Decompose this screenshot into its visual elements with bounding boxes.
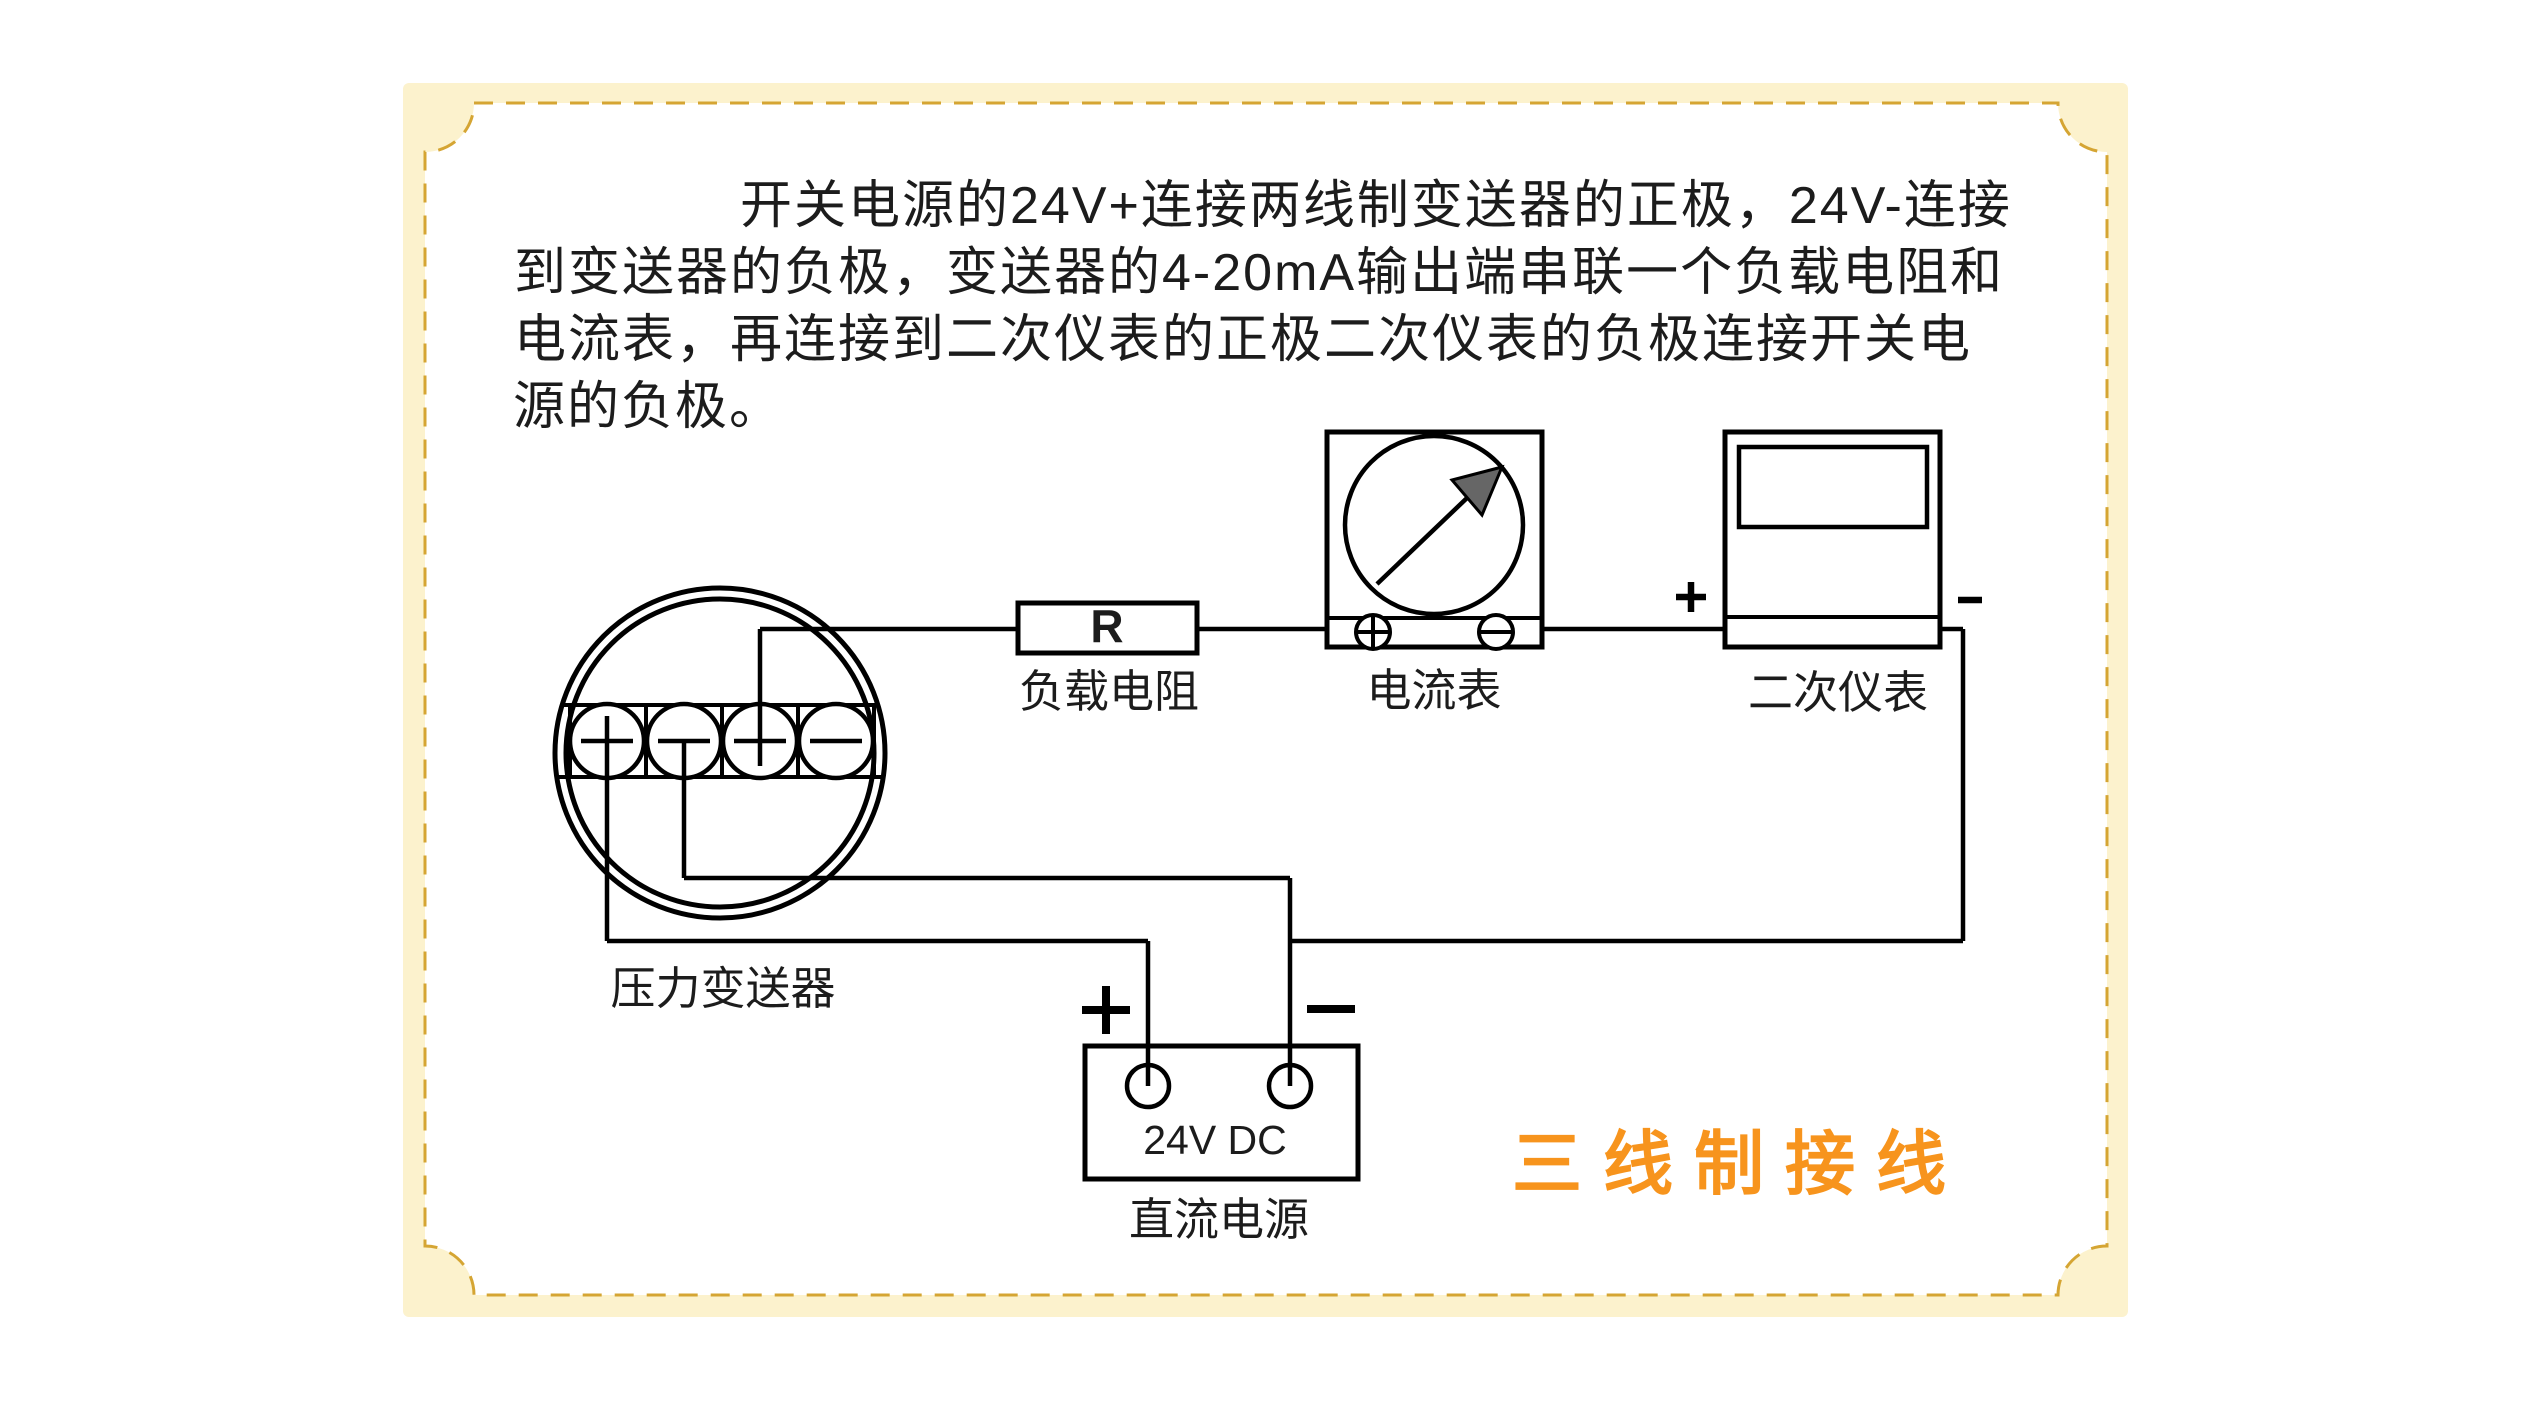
paragraph-line-1: 开关电源的24V+连接两线制变送器的正极，24V-连接 [740, 177, 2012, 235]
ammeter [1324, 429, 1545, 651]
wires [581, 626, 1966, 1086]
dashed-border [423, 101, 2109, 1297]
paragraph-line-2: 到变送器的负极，变送器的4-20mA输出端串联一个负载电阻和 [514, 244, 2005, 302]
power-supply [1082, 986, 1361, 1182]
paragraph-line-3: 电流表，再连接到二次仪表的正极二次仪表的负极连接开关电 [514, 311, 1973, 369]
supply-terminal-minus [1266, 1062, 1314, 1110]
instrument-screen [1736, 444, 1930, 530]
ammeter-needle-arrow [1449, 464, 1505, 518]
load-resistor [1015, 600, 1200, 656]
supply-label: 直流电源 [1128, 1194, 1310, 1245]
ammeter-dial [1342, 433, 1526, 617]
instrument-label: 二次仪表 [1747, 667, 1929, 718]
secondary-instrument [1676, 429, 1982, 650]
supply-terminal-plus [1124, 1062, 1172, 1110]
paragraph-line-4: 源的负极。 [513, 378, 784, 436]
resistor-symbol: R [1090, 600, 1124, 652]
resistor-label: 负载电阻 [1018, 666, 1200, 717]
ammeter-label: 电流表 [1366, 665, 1502, 716]
transmitter-label: 压力变送器 [610, 963, 836, 1014]
page-title: 三线制接线 [1512, 1125, 1967, 1203]
supply-value: 24V DC [1143, 1117, 1287, 1163]
